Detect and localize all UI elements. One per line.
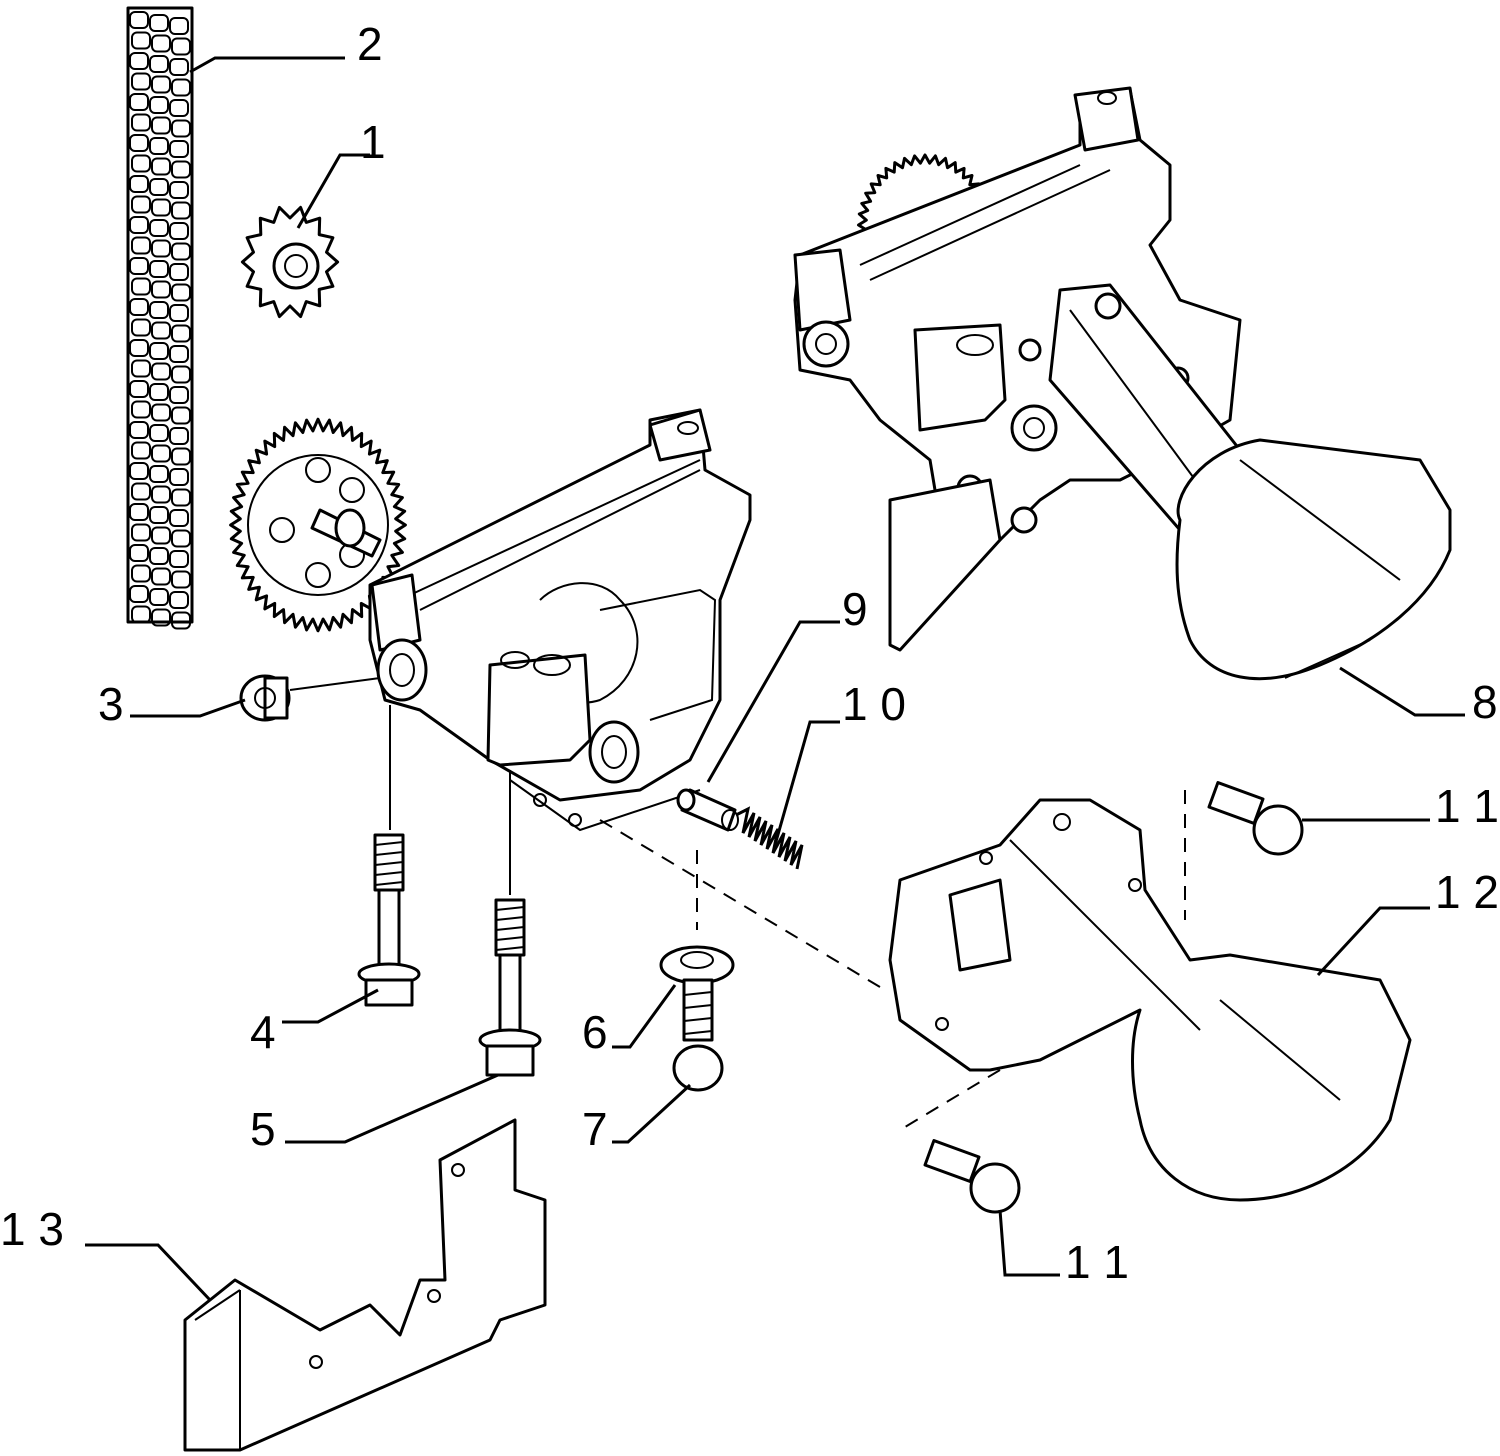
sealing-washer xyxy=(659,945,735,985)
relief-valve-plunger xyxy=(676,788,739,832)
callout-9: 9 xyxy=(842,583,868,635)
threaded-plug xyxy=(239,674,291,722)
callout-11-lower: 1 1 xyxy=(1065,1236,1129,1288)
bolt-short xyxy=(357,833,421,1007)
strainer-bolt-lower xyxy=(923,1139,1021,1214)
callout-7: 7 xyxy=(582,1103,608,1155)
callout-4: 4 xyxy=(250,1006,276,1058)
baffle-plate xyxy=(183,1118,547,1452)
relief-valve-spring xyxy=(735,806,804,870)
pump-driven-gear xyxy=(229,417,407,633)
relief-valve-screw xyxy=(672,978,724,1092)
strainer-bolt-upper xyxy=(1207,781,1304,856)
callout-labels: 2 1 3 4 5 6 7 8 9 1 0 1 1 1 2 1 1 1 3 xyxy=(0,18,1499,1288)
callout-3: 3 xyxy=(98,678,124,730)
oil-strainer xyxy=(888,798,1412,1202)
drive-sprocket xyxy=(240,205,340,319)
timing-chain xyxy=(126,6,194,630)
callout-2: 2 xyxy=(357,18,383,70)
bolt-long xyxy=(478,898,542,1077)
callout-8: 8 xyxy=(1472,676,1498,728)
assembly-guide-lines xyxy=(289,677,1186,1131)
callout-10: 1 0 xyxy=(842,678,906,730)
callout-6: 6 xyxy=(582,1006,608,1058)
callout-12: 1 2 xyxy=(1435,866,1499,918)
oil-pump-assembly xyxy=(793,86,1452,681)
callout-5: 5 xyxy=(250,1103,276,1155)
callout-1: 1 xyxy=(360,116,386,168)
leader-lines xyxy=(85,56,1465,1302)
callout-13: 1 3 xyxy=(0,1203,64,1255)
oil-pump-body xyxy=(368,408,752,832)
callout-11-upper: 1 1 xyxy=(1435,780,1499,832)
